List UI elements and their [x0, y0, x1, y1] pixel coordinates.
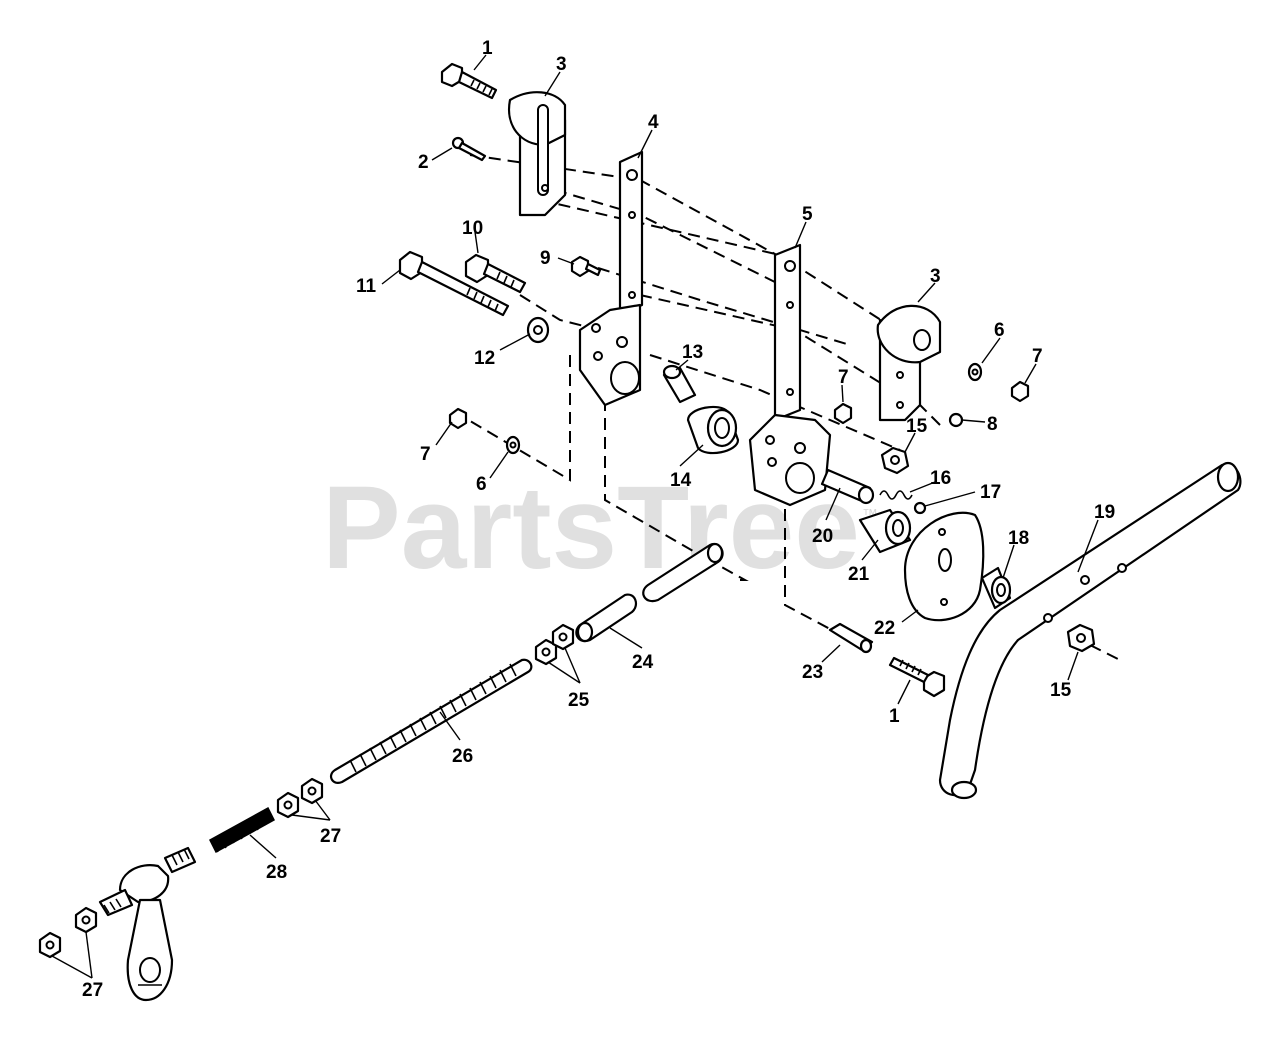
callout-1-bottom: 1: [889, 706, 900, 727]
part-9-bolt: [570, 255, 602, 278]
callout-6-right: 6: [994, 320, 1005, 341]
part-18-collar: [980, 566, 1012, 610]
part-13-spacer: [662, 364, 697, 404]
callout-15-handle: 15: [1050, 680, 1072, 701]
part-25-nut-a: [534, 638, 558, 666]
part-15-nut-top: [880, 446, 910, 475]
leader-lines: [51, 54, 1099, 979]
part-6-washer-right: [967, 362, 983, 382]
callout-26: 26: [452, 746, 473, 767]
callout-27-bottom: 27: [82, 980, 103, 1001]
callout-3-right: 3: [930, 266, 941, 287]
callout-12: 12: [474, 348, 495, 369]
callout-20: 20: [812, 526, 833, 547]
callout-22: 22: [874, 618, 895, 639]
part-12-washer: [526, 316, 550, 344]
callout-21: 21: [848, 564, 870, 585]
part-1-bolt-bottom: [888, 656, 946, 698]
callout-7-middle: 7: [838, 367, 849, 388]
callout-27-middle: 27: [320, 826, 341, 847]
callout-16: 16: [930, 468, 951, 489]
callout-2: 2: [418, 152, 429, 173]
part-27-nut-bottom-a: [38, 931, 62, 959]
part-3-bracket-right: [876, 304, 942, 422]
part-11-long-bolt: [398, 250, 510, 317]
part-3-bracket-left: [507, 91, 567, 217]
callout-18: 18: [1008, 528, 1029, 549]
callout-9: 9: [540, 248, 551, 269]
part-7-nut-left: [448, 407, 468, 430]
part-25-nut-b: [551, 623, 575, 651]
part-24-tube: [575, 593, 638, 643]
part-27-nut-bottom-b: [74, 906, 98, 934]
callout-labels: 1 1 2 3 3 4 5 6 6 7 7 7 8 9 10 11 12 13 …: [82, 38, 1115, 1001]
part-4-lever: [578, 150, 644, 407]
callout-1-top: 1: [482, 38, 493, 59]
callout-15-top: 15: [906, 416, 928, 437]
part-14-bushing: [686, 405, 740, 455]
callout-11: 11: [356, 276, 377, 297]
part-6-washer-left: [505, 435, 521, 455]
part-7-nut-right: [1010, 380, 1030, 403]
callout-19: 19: [1094, 502, 1115, 523]
callout-4: 4: [648, 112, 659, 133]
callout-6-left: 6: [476, 474, 487, 495]
part-2-screw: [451, 136, 487, 162]
part-23-spacer: [828, 622, 874, 654]
callout-13: 13: [682, 342, 703, 363]
callout-3-left: 3: [556, 54, 567, 75]
callout-28: 28: [266, 862, 287, 883]
part-15-nut-handle: [1066, 623, 1096, 653]
rod-end-fitting: [98, 846, 197, 1002]
part-5-lever: [748, 243, 832, 507]
part-27-nut-middle-b: [300, 777, 324, 805]
callout-24: 24: [632, 652, 654, 673]
part-10-bolt: [464, 253, 527, 294]
callout-25: 25: [568, 690, 590, 711]
part-7-nut-middle: [833, 402, 853, 425]
part-16-spring: [879, 490, 913, 500]
callout-17: 17: [980, 482, 1001, 503]
callout-5: 5: [802, 204, 813, 225]
part-19-handle: [938, 461, 1242, 800]
callout-10: 10: [462, 218, 483, 239]
callout-23: 23: [802, 662, 823, 683]
part-8-nut: [948, 412, 964, 428]
part-17-ball: [913, 501, 927, 515]
part-26-threaded-rod: [329, 658, 533, 784]
part-22-plate: [903, 511, 985, 622]
callout-7-left: 7: [420, 444, 431, 465]
part-28-spring: [209, 806, 275, 854]
callout-14: 14: [670, 470, 692, 491]
callout-8: 8: [987, 414, 998, 435]
pivot-rod: [642, 542, 724, 603]
callout-7-right: 7: [1032, 346, 1043, 367]
part-20-pin: [820, 468, 875, 505]
part-21-bushing: [858, 508, 912, 554]
part-27-nut-middle-a: [276, 791, 300, 819]
part-1-bolt-top: [440, 62, 498, 100]
